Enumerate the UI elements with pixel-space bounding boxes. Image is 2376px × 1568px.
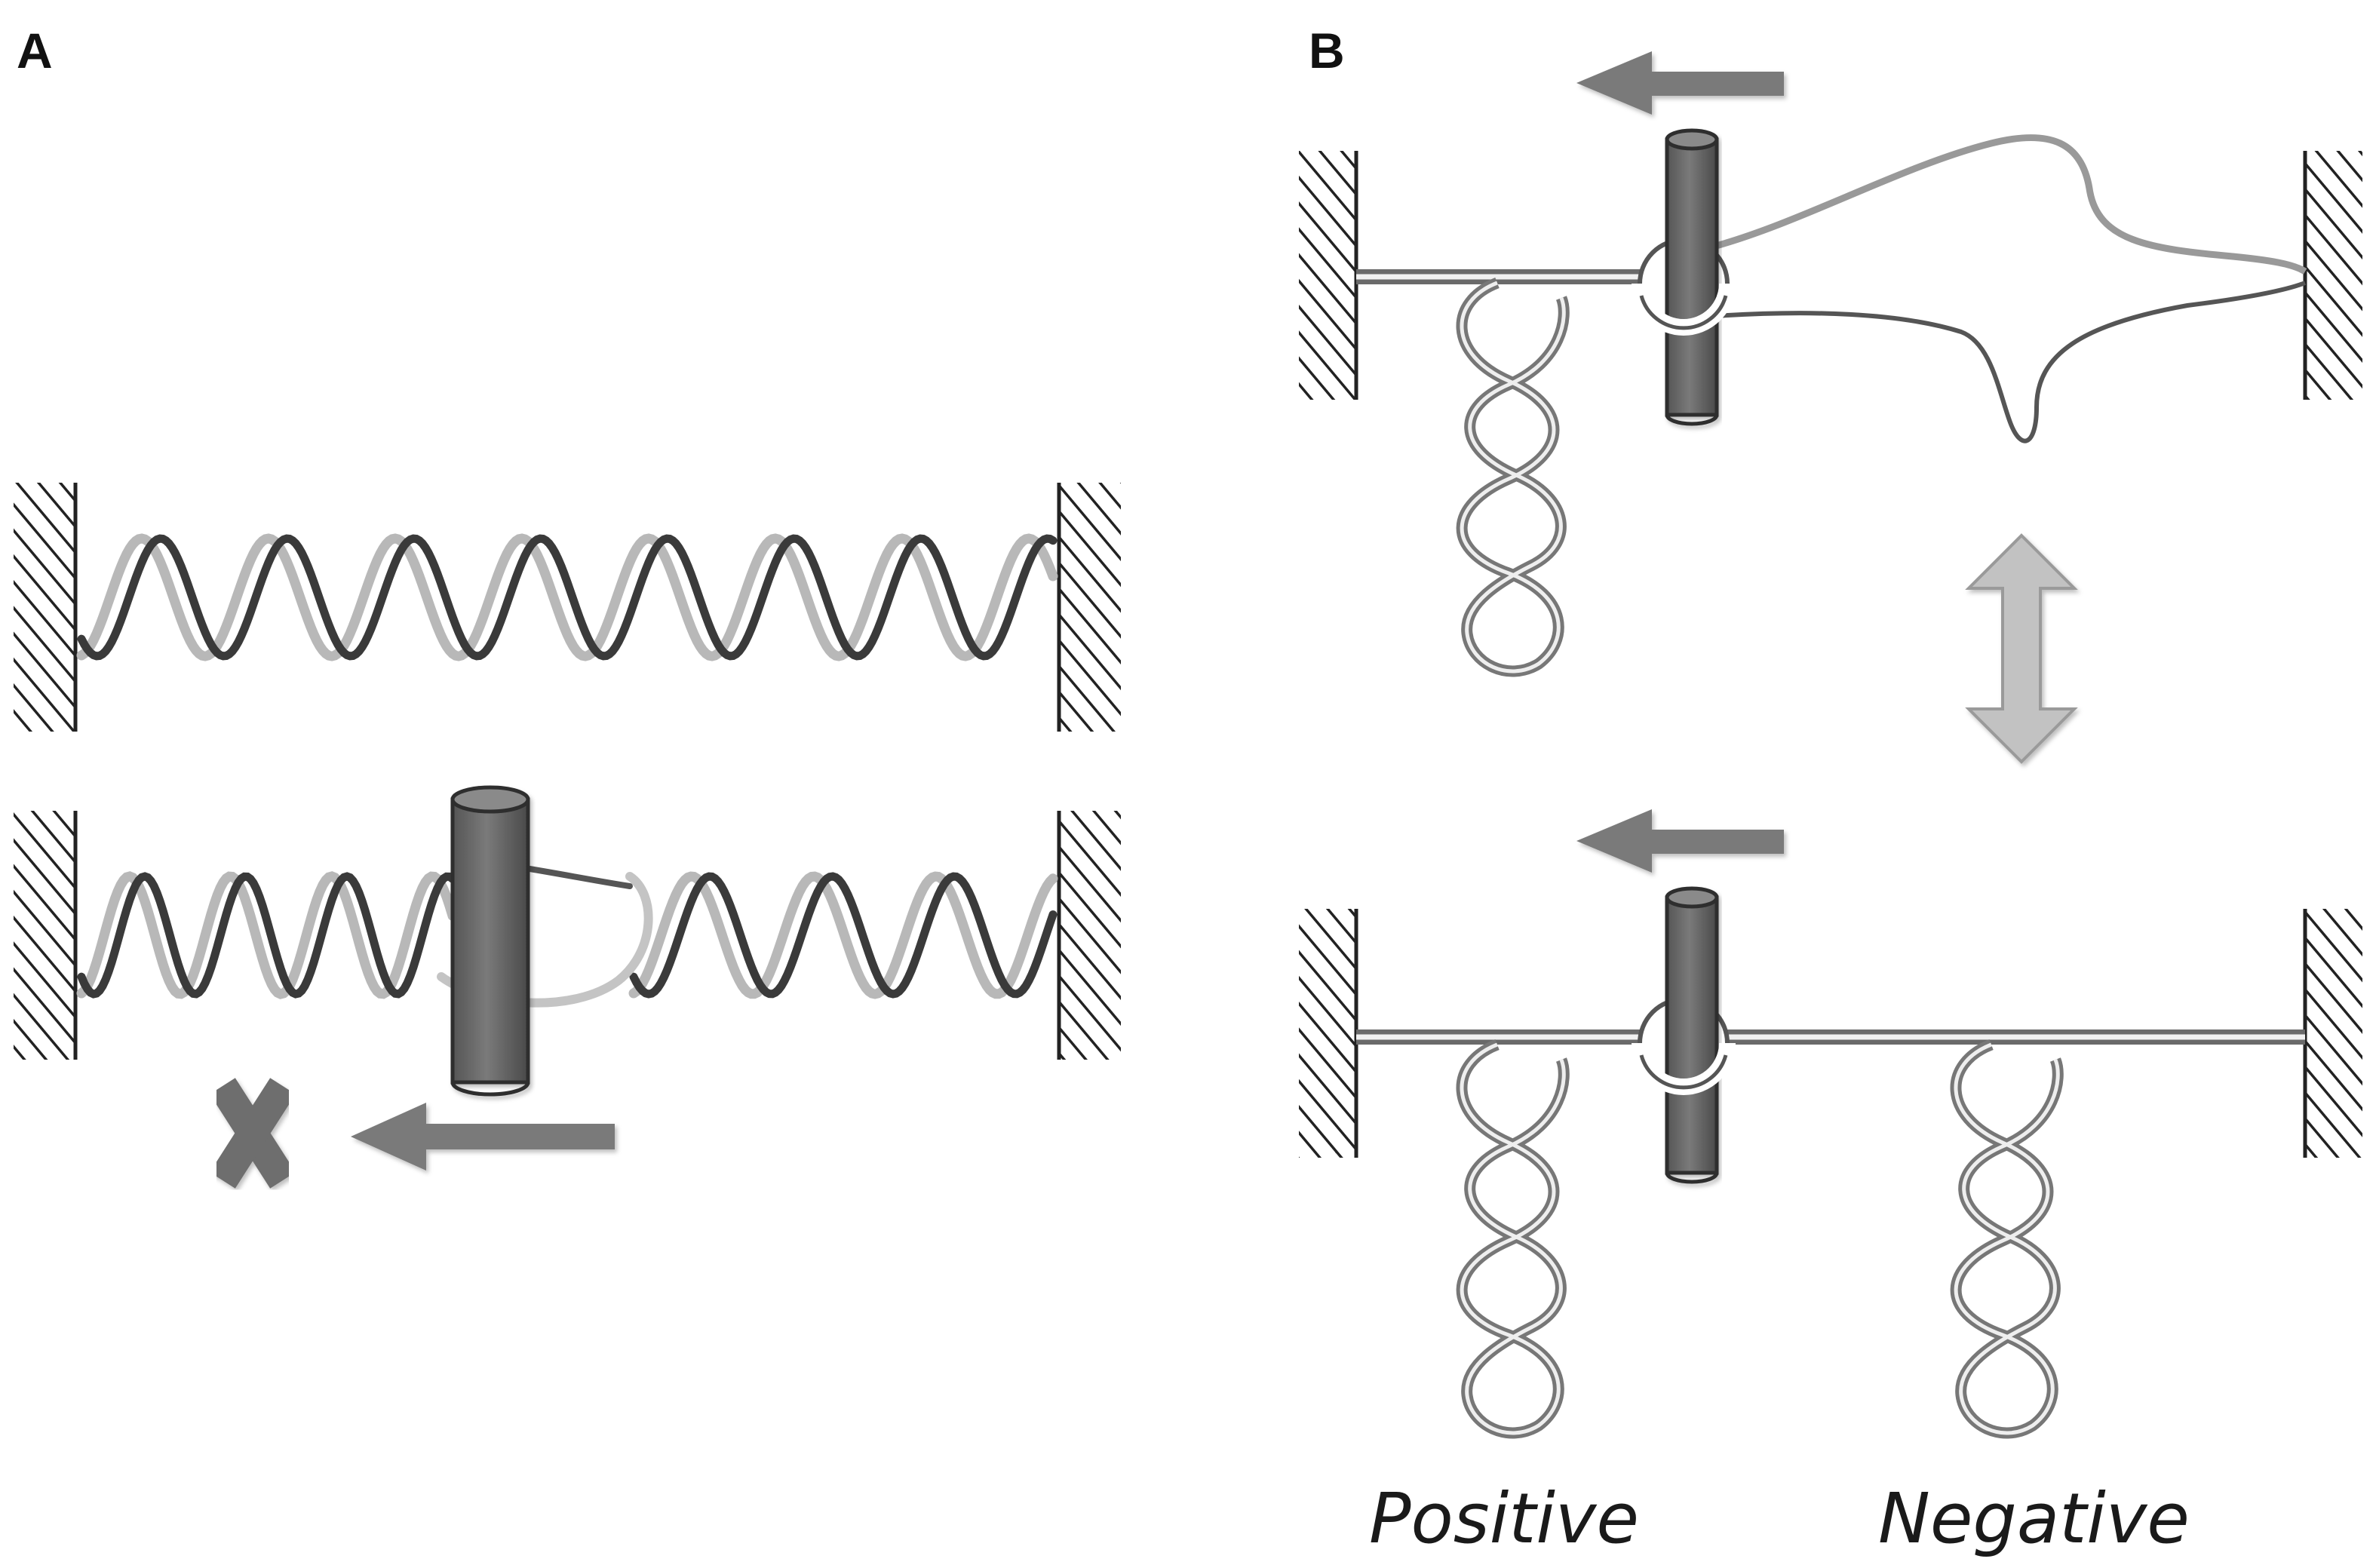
wall-right: [2305, 909, 2362, 1158]
dna-strand-light: [628, 871, 1058, 999]
wall-left: [14, 811, 75, 1060]
rotating-protein-top: [1299, 51, 2362, 677]
left-arrow-icon: [1576, 51, 1784, 115]
caption-positive: Positive: [1369, 1478, 1639, 1559]
left-arrow-icon: [351, 1103, 615, 1171]
left-arrow-icon: [1576, 809, 1784, 873]
constrained-dna-helix: [14, 785, 1121, 1097]
relaxed-dna-helix: [14, 483, 1121, 732]
strand-loop-dark: [517, 864, 633, 889]
panel-label-b: B: [1309, 23, 1345, 78]
wall-left: [1299, 909, 1356, 1158]
dna-strand-dark: [77, 872, 457, 999]
panel-label-a: A: [17, 23, 53, 78]
dna-strand-dark: [629, 872, 1058, 999]
protein-cylinder: [450, 785, 530, 1097]
unwound-strand-upper: [1703, 134, 2307, 275]
unwound-strand-lower: [1704, 281, 2307, 443]
wall-right: [1059, 483, 1121, 732]
dna-strand-dark: [77, 534, 1058, 661]
wall-right: [1059, 811, 1121, 1060]
rotating-protein-bottom: [1299, 809, 2362, 1439]
protein-cylinder: [1665, 128, 1719, 426]
dna-strand-light: [76, 533, 1058, 661]
wall-right: [2305, 151, 2362, 400]
protein-cylinder: [1665, 886, 1719, 1184]
x-mark-icon: [210, 1078, 296, 1189]
caption-negative: Negative: [1878, 1478, 2190, 1559]
double-headed-arrow-icon: [1965, 533, 2078, 764]
wall-left: [14, 483, 75, 732]
wall-left: [1299, 151, 1356, 400]
